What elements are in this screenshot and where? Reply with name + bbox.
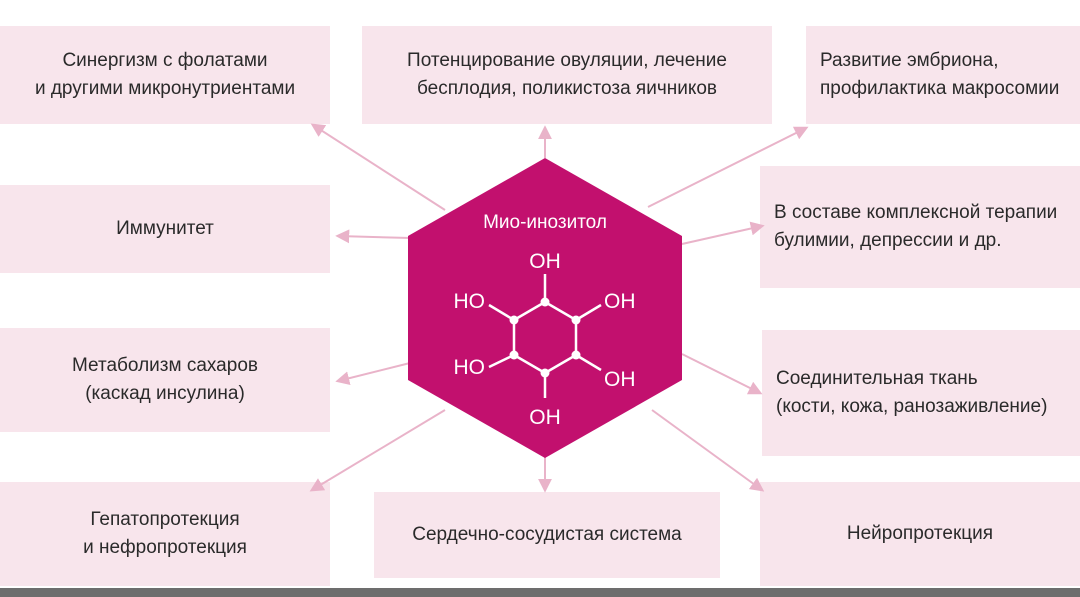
group-bottom: OH (529, 406, 561, 429)
box-ovulation: Потенцирование овуляции, лечение бесплод… (362, 26, 772, 124)
arrow-neuro (651, 409, 765, 492)
molecule-atoms (509, 297, 581, 378)
hexagon (408, 158, 682, 458)
atom-c1 (540, 297, 550, 307)
arrow-embryo (647, 126, 809, 208)
arrow-therapy (681, 221, 765, 245)
bond-upper-left (488, 303, 515, 322)
box-immunity: Иммунитет (0, 185, 330, 273)
atom-c2 (571, 315, 581, 325)
box-hepato: Гепатопротекция и нефропротекция (0, 482, 330, 586)
group-lower-right: OH (604, 368, 636, 391)
bond-lower-left (488, 353, 515, 369)
group-top: OH (529, 250, 561, 273)
arrows (309, 123, 809, 493)
atom-c4 (540, 368, 550, 378)
group-lower-left: HO (454, 356, 486, 379)
arrow-metabolism (335, 362, 411, 386)
arrow-hepato (309, 409, 446, 492)
box-folates: Синергизм с фолатами и другими микронутр… (0, 26, 330, 124)
atom-c3 (571, 350, 581, 360)
hexagon-title: Мио-инозитол (483, 212, 607, 233)
box-therapy: В составе комплексной терапии булимии, д… (760, 166, 1080, 288)
box-metabolism: Метаболизм сахаров (каскад инсулина) (0, 328, 330, 432)
bond-upper-right (575, 303, 602, 322)
arrow-folates (310, 123, 446, 211)
bond-lower-right (575, 353, 602, 372)
bottom-border (0, 588, 1080, 597)
atom-c6 (509, 315, 519, 325)
box-embryo: Развитие эмбриона, профилактика макросом… (806, 26, 1080, 124)
box-connective: Соединительная ткань (кости, кожа, раноз… (762, 330, 1080, 456)
atom-c5 (509, 350, 519, 360)
arrow-immunity (335, 229, 411, 244)
group-upper-right: OH (604, 290, 636, 313)
group-upper-left: HO (454, 290, 486, 313)
box-neuro: Нейропротекция (760, 482, 1080, 586)
box-cardio: Сердечно-сосудистая система (374, 492, 720, 578)
arrow-connective (681, 353, 763, 395)
